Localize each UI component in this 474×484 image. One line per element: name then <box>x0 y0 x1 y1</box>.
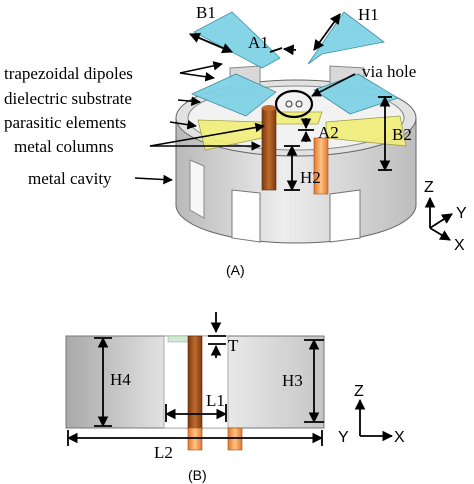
label-parasitic-elements: parasitic elements <box>4 113 126 132</box>
dim-b2: B2 <box>392 125 412 144</box>
axes-triad-b <box>354 398 394 442</box>
label-metal-columns: metal columns <box>14 137 114 156</box>
axis-x-label-b: X <box>394 429 405 446</box>
dim-t: T <box>228 336 239 355</box>
via-hole-marker <box>274 89 314 119</box>
dimension-lines-b <box>66 312 324 446</box>
axis-y-label-b: Y <box>338 429 349 446</box>
caption-b: (B) <box>188 467 207 483</box>
panel-b: H4 H3 T L1 L2 Z Y X (B) <box>65 312 405 483</box>
dimension-lines-a <box>189 13 392 192</box>
leader-lines <box>134 61 356 185</box>
caption-a: (A) <box>226 262 245 278</box>
dim-h2: H2 <box>300 168 321 187</box>
axis-y-label-a: Y <box>456 205 467 222</box>
label-via-hole: via hole <box>362 62 416 81</box>
dim-l1: L1 <box>206 391 225 410</box>
dim-l2: L2 <box>154 443 173 462</box>
label-dielectric-substrate: dielectric substrate <box>4 89 132 108</box>
label-metal-cavity: metal cavity <box>28 169 112 188</box>
dim-h4: H4 <box>110 370 131 389</box>
axis-z-label-b: Z <box>354 383 364 400</box>
axis-x-label-a: X <box>454 237 465 254</box>
dim-h3: H3 <box>282 371 303 390</box>
dim-a2: A2 <box>318 123 339 142</box>
metal-columns-shape <box>261 105 329 195</box>
axis-z-label-a: Z <box>424 179 434 196</box>
axes-triad-a <box>424 196 453 241</box>
panel-a: trapezoidal dipoles dielectric substrate… <box>4 3 467 278</box>
column-side-view <box>187 335 203 431</box>
trapezoidal-dipoles-shape <box>190 11 399 117</box>
dim-a1: A1 <box>248 33 269 52</box>
dim-b1: B1 <box>196 3 216 22</box>
dim-h1: H1 <box>358 5 379 24</box>
label-trapezoidal-dipoles: trapezoidal dipoles <box>4 64 133 83</box>
